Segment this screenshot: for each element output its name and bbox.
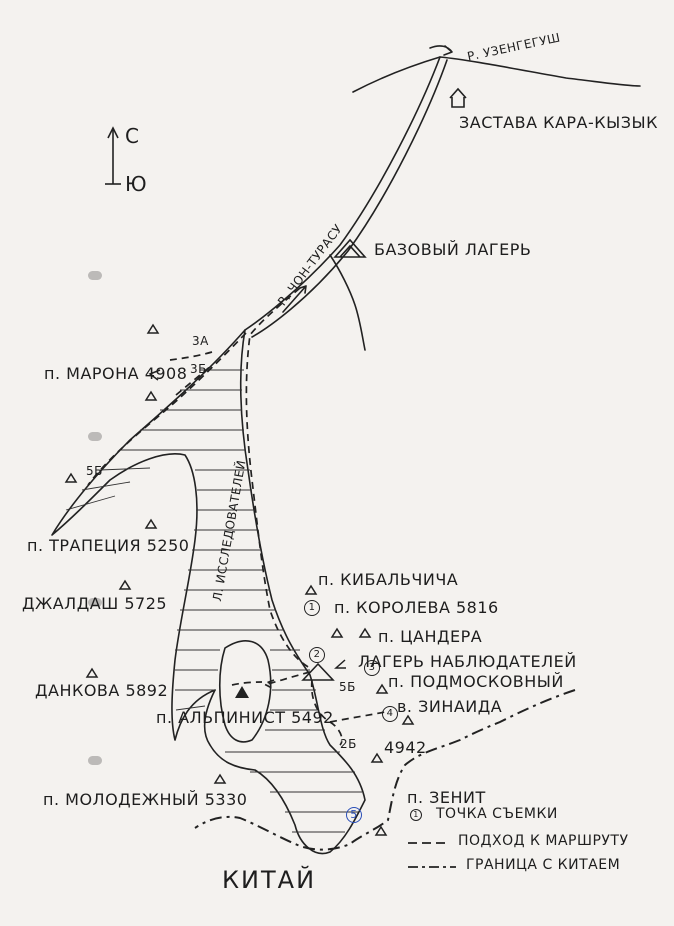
observer-camp-icon <box>301 662 335 681</box>
china-label: КИТАЙ <box>222 866 317 894</box>
peak-triangle-podmoskovny <box>375 683 389 694</box>
peak-koroleva-label: п. КОРОЛЕВА 5816 <box>334 598 499 617</box>
outpost-icon <box>449 87 467 108</box>
binder-hole <box>88 598 102 607</box>
peak-triangle-kibalchicha <box>304 584 318 595</box>
legend-photo-point-icon: 1 <box>410 809 422 821</box>
peak-triangle-marona-north <box>146 323 160 334</box>
river-flow-arrow <box>429 45 453 56</box>
peak-alpinist-label: п. АЛЬПИНИСТ 5492 <box>156 708 334 727</box>
peak-triangle-alpinist <box>235 686 249 698</box>
peak-zenit-label: п. ЗЕНИТ <box>407 788 486 807</box>
uzengegush-river <box>352 56 641 93</box>
glacier-outline <box>51 329 366 855</box>
peak-triangle-4942 <box>370 752 384 763</box>
approach-route <box>87 287 386 746</box>
peak-triangle-candera <box>358 627 372 638</box>
tributary-stream <box>329 254 366 351</box>
peak-zinaida-label: в. ЗИНАИДА <box>397 697 503 716</box>
peak-dzhaldash-label: ДЖАЛДАШ 5725 <box>22 594 168 613</box>
compass-south: Ю <box>125 172 148 196</box>
grade-label: 3А <box>192 334 209 348</box>
nunatak <box>219 640 272 743</box>
glacier-hatching <box>65 369 362 833</box>
binder-hole <box>88 432 102 441</box>
river-flow-arrow-2 <box>282 285 307 313</box>
legend-photo-point-label: ТОЧКА СЪЕМКИ <box>436 806 558 822</box>
approach-arrowhead-2 <box>148 369 161 381</box>
peak-triangle-molodezhny <box>213 773 227 784</box>
approach-arrowhead <box>334 659 346 669</box>
compass-north: С <box>125 124 140 148</box>
grade-label: 3Б <box>190 362 207 376</box>
peak-4942-label: 4942 <box>384 738 427 757</box>
base-camp-icon <box>333 238 367 258</box>
peak-triangle-zinaida <box>401 714 415 725</box>
photo-point-5: 5 <box>346 807 362 823</box>
grade-label: 2Б <box>340 737 357 751</box>
peak-triangle-zenit <box>374 825 388 836</box>
binder-hole <box>88 271 102 280</box>
photo-point-1: 1 <box>304 600 320 616</box>
peak-triangle-dzhaldash <box>118 579 132 590</box>
photo-point-3: 3 <box>364 660 380 676</box>
photo-point-4: 4 <box>382 706 398 722</box>
peak-candera-label: п. ЦАНДЕРА <box>378 627 483 646</box>
peak-triangle-dankova <box>85 667 99 678</box>
peak-triangle-marona-south <box>144 390 158 401</box>
china-border <box>194 689 576 851</box>
binder-hole <box>88 756 102 765</box>
observer-camp-label: ЛАГЕРЬ НАБЛЮДАТЕЛЕЙ <box>358 652 577 671</box>
peak-podmoskovny-label: п. ПОДМОСКОВНЫЙ <box>388 672 564 691</box>
grade-label: 5Б <box>86 464 103 478</box>
outpost-label: ЗАСТАВА КАРА-КЫЗЫК <box>459 113 658 132</box>
peak-dankova-label: ДАНКОВА 5892 <box>35 681 169 700</box>
compass-arrow <box>105 126 121 185</box>
legend-border-label: ГРАНИЦА С КИТАЕМ <box>466 857 621 873</box>
peak-kibalchicha-label: п. КИБАЛЬЧИЧА <box>318 570 459 589</box>
legend-approach-label: ПОДХОД К МАРШРУТУ <box>458 833 629 849</box>
base-camp-label: БАЗОВЫЙ ЛАГЕРЬ <box>374 240 532 259</box>
peak-triangle-trapeciya <box>144 518 158 529</box>
photo-point-2: 2 <box>309 647 325 663</box>
grade-label: 5Б <box>339 680 356 694</box>
peak-marona-label: п. МАРОНА 4908 <box>44 364 188 383</box>
peak-trapeciya-label: п. ТРАПЕЦИЯ 5250 <box>27 536 190 555</box>
chon-turasu-river <box>244 56 441 331</box>
peak-triangle-candera-left <box>330 627 344 638</box>
peak-triangle-5b <box>64 472 78 483</box>
peak-molodezhny-label: п. МОЛОДЕЖНЫЙ 5330 <box>43 790 248 809</box>
